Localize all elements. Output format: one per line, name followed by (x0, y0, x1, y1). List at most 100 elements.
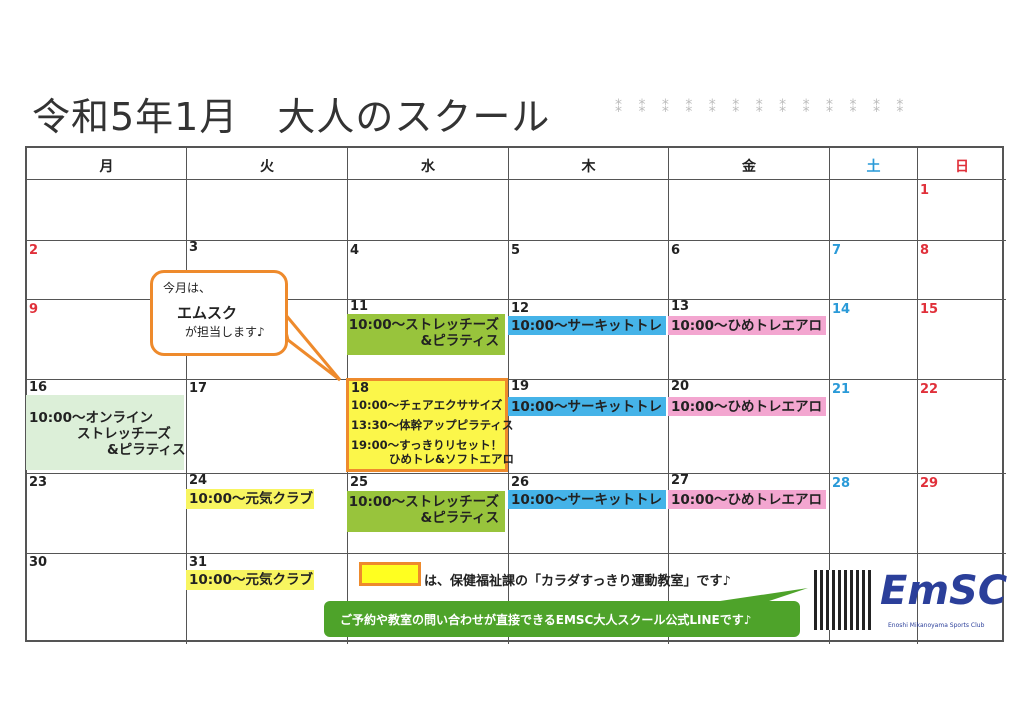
event-line: &ピラティス (420, 333, 499, 349)
weekday-fri: 金 (669, 148, 830, 180)
day-31: 31 (189, 555, 208, 570)
calendar-cell (669, 380, 830, 474)
day-15: 15 (920, 302, 939, 317)
day-2: 2 (29, 243, 39, 258)
line-banner[interactable]: ご予約や教室の問い合わせが直接できるEMSC大人スクール公式LINEです♪ (324, 601, 800, 637)
weekday-thu: 木 (509, 148, 669, 180)
bubble-text: が担当します♪ (185, 325, 265, 339)
day-17: 17 (189, 381, 208, 396)
calendar-cell (918, 300, 1006, 380)
event-kenko-18: 10:00～チェアエクササイズ 13:30～体幹アップピラティス 19:00～す… (346, 378, 515, 472)
event-line: 10:00～ストレッチーズ (348, 317, 499, 333)
event-line: 13:30～体幹アップピラティス (351, 418, 514, 432)
calendar-cell (830, 380, 918, 474)
day-23: 23 (29, 475, 48, 490)
day-3: 3 (189, 240, 199, 255)
day-22: 22 (920, 382, 939, 397)
calendar-cell (27, 180, 187, 241)
calendar-cell (348, 241, 509, 300)
day-5: 5 (511, 243, 521, 258)
event-line: &ピラティス (420, 510, 499, 526)
event-line: 19:00～すっきりリセット！ (351, 438, 503, 452)
event-online-16: 10:00～オンラインストレッチーズ&ピラティス (26, 395, 186, 470)
event-line: ストレッチーズ (77, 426, 171, 442)
decoration: ⁑ ⁑ ⁑ ⁑ ⁑ ⁑ ⁑ ⁑ ⁑ ⁑ ⁑ ⁑ ⁑ (615, 100, 910, 116)
day-24: 24 (189, 473, 208, 488)
calendar-cell (830, 554, 918, 644)
bubble-highlight: エムスク (177, 304, 238, 322)
calendar-cell (27, 474, 187, 554)
day-13: 13 (671, 299, 690, 314)
day-20: 20 (671, 379, 690, 394)
weekday-wed: 水 (348, 148, 509, 180)
calendar-cell (27, 380, 187, 474)
day-11: 11 (350, 299, 369, 314)
event-circuit-12: 10:00～サーキットトレ (508, 316, 666, 335)
calendar-cell (669, 300, 830, 380)
calendar-cell (509, 180, 669, 241)
event-line: &ピラティス (107, 442, 186, 458)
event-line: 10:00～オンライン (29, 410, 153, 426)
calendar-cell (509, 241, 669, 300)
calendar-cell (509, 554, 669, 644)
day-30: 30 (29, 555, 48, 570)
qr-code[interactable] (814, 570, 874, 630)
calendar-cell (187, 380, 348, 474)
event-stretch-11: 10:00～ストレッチーズ&ピラティス (347, 314, 505, 355)
calendar-cell (187, 474, 348, 554)
emsc-logo: EmSC (880, 568, 1008, 614)
banner-tail (700, 588, 808, 604)
bubble-text: 今月は、 (163, 281, 212, 295)
calendar-cell (509, 474, 669, 554)
event-line: ひめトレ&ソフトエアロ (389, 452, 515, 466)
event-circuit-26: 10:00～サーキットトレ (508, 490, 666, 509)
event-hime-20: 10:00～ひめトレエアロ (668, 397, 826, 416)
event-genki-24: 10:00～元気クラブ (186, 489, 314, 509)
event-circuit-19: 10:00～サーキットトレ (508, 397, 666, 416)
calendar-cell (509, 300, 669, 380)
calendar-cell (348, 180, 509, 241)
calendar-cell (509, 380, 669, 474)
day-8: 8 (920, 243, 930, 258)
day-29: 29 (920, 476, 939, 491)
day-28: 28 (832, 476, 851, 491)
calendar-cell (187, 180, 348, 241)
emsc-logo-sub: Enoshi Mikanoyama Sports Club (888, 622, 985, 629)
day-6: 6 (671, 243, 681, 258)
day-4: 4 (350, 243, 360, 258)
calendar-cell (830, 474, 918, 554)
calendar-cell (830, 300, 918, 380)
calendar-cell (348, 474, 509, 554)
calendar-cell (669, 474, 830, 554)
calendar-grid: 月 火 水 木 金 土 日 (25, 146, 1006, 644)
day-21: 21 (832, 382, 851, 397)
calendar-cell (918, 474, 1006, 554)
day-7: 7 (832, 243, 842, 258)
event-line: 10:00～チェアエクササイズ (351, 398, 503, 412)
day-19: 19 (511, 379, 530, 394)
calendar-cell (918, 380, 1006, 474)
day-16: 16 (29, 380, 48, 395)
day-12: 12 (511, 301, 530, 316)
speech-bubble: 今月は、 エムスク が担当します♪ (150, 270, 288, 356)
day-25: 25 (350, 475, 369, 490)
day-18: 18 (351, 381, 370, 396)
weekday-tue: 火 (187, 148, 348, 180)
weekday-sun: 日 (918, 148, 1006, 180)
calendar-cell (918, 180, 1006, 241)
calendar-cell (830, 180, 918, 241)
calendar-cell (669, 241, 830, 300)
calendar-cell (830, 241, 918, 300)
calendar-cell (669, 180, 830, 241)
day-14: 14 (832, 302, 851, 317)
calendar-cell (187, 554, 348, 644)
event-stretch-25: 10:00～ストレッチーズ&ピラティス (347, 491, 505, 532)
weekday-sat: 土 (830, 148, 918, 180)
day-9: 9 (29, 302, 39, 317)
event-line: 10:00～ストレッチーズ (348, 494, 499, 510)
calendar-cell (348, 380, 509, 474)
calendar-cell (27, 554, 187, 644)
day-26: 26 (511, 475, 530, 490)
event-hime-13: 10:00～ひめトレエアロ (668, 316, 826, 335)
calendar-cell (918, 241, 1006, 300)
